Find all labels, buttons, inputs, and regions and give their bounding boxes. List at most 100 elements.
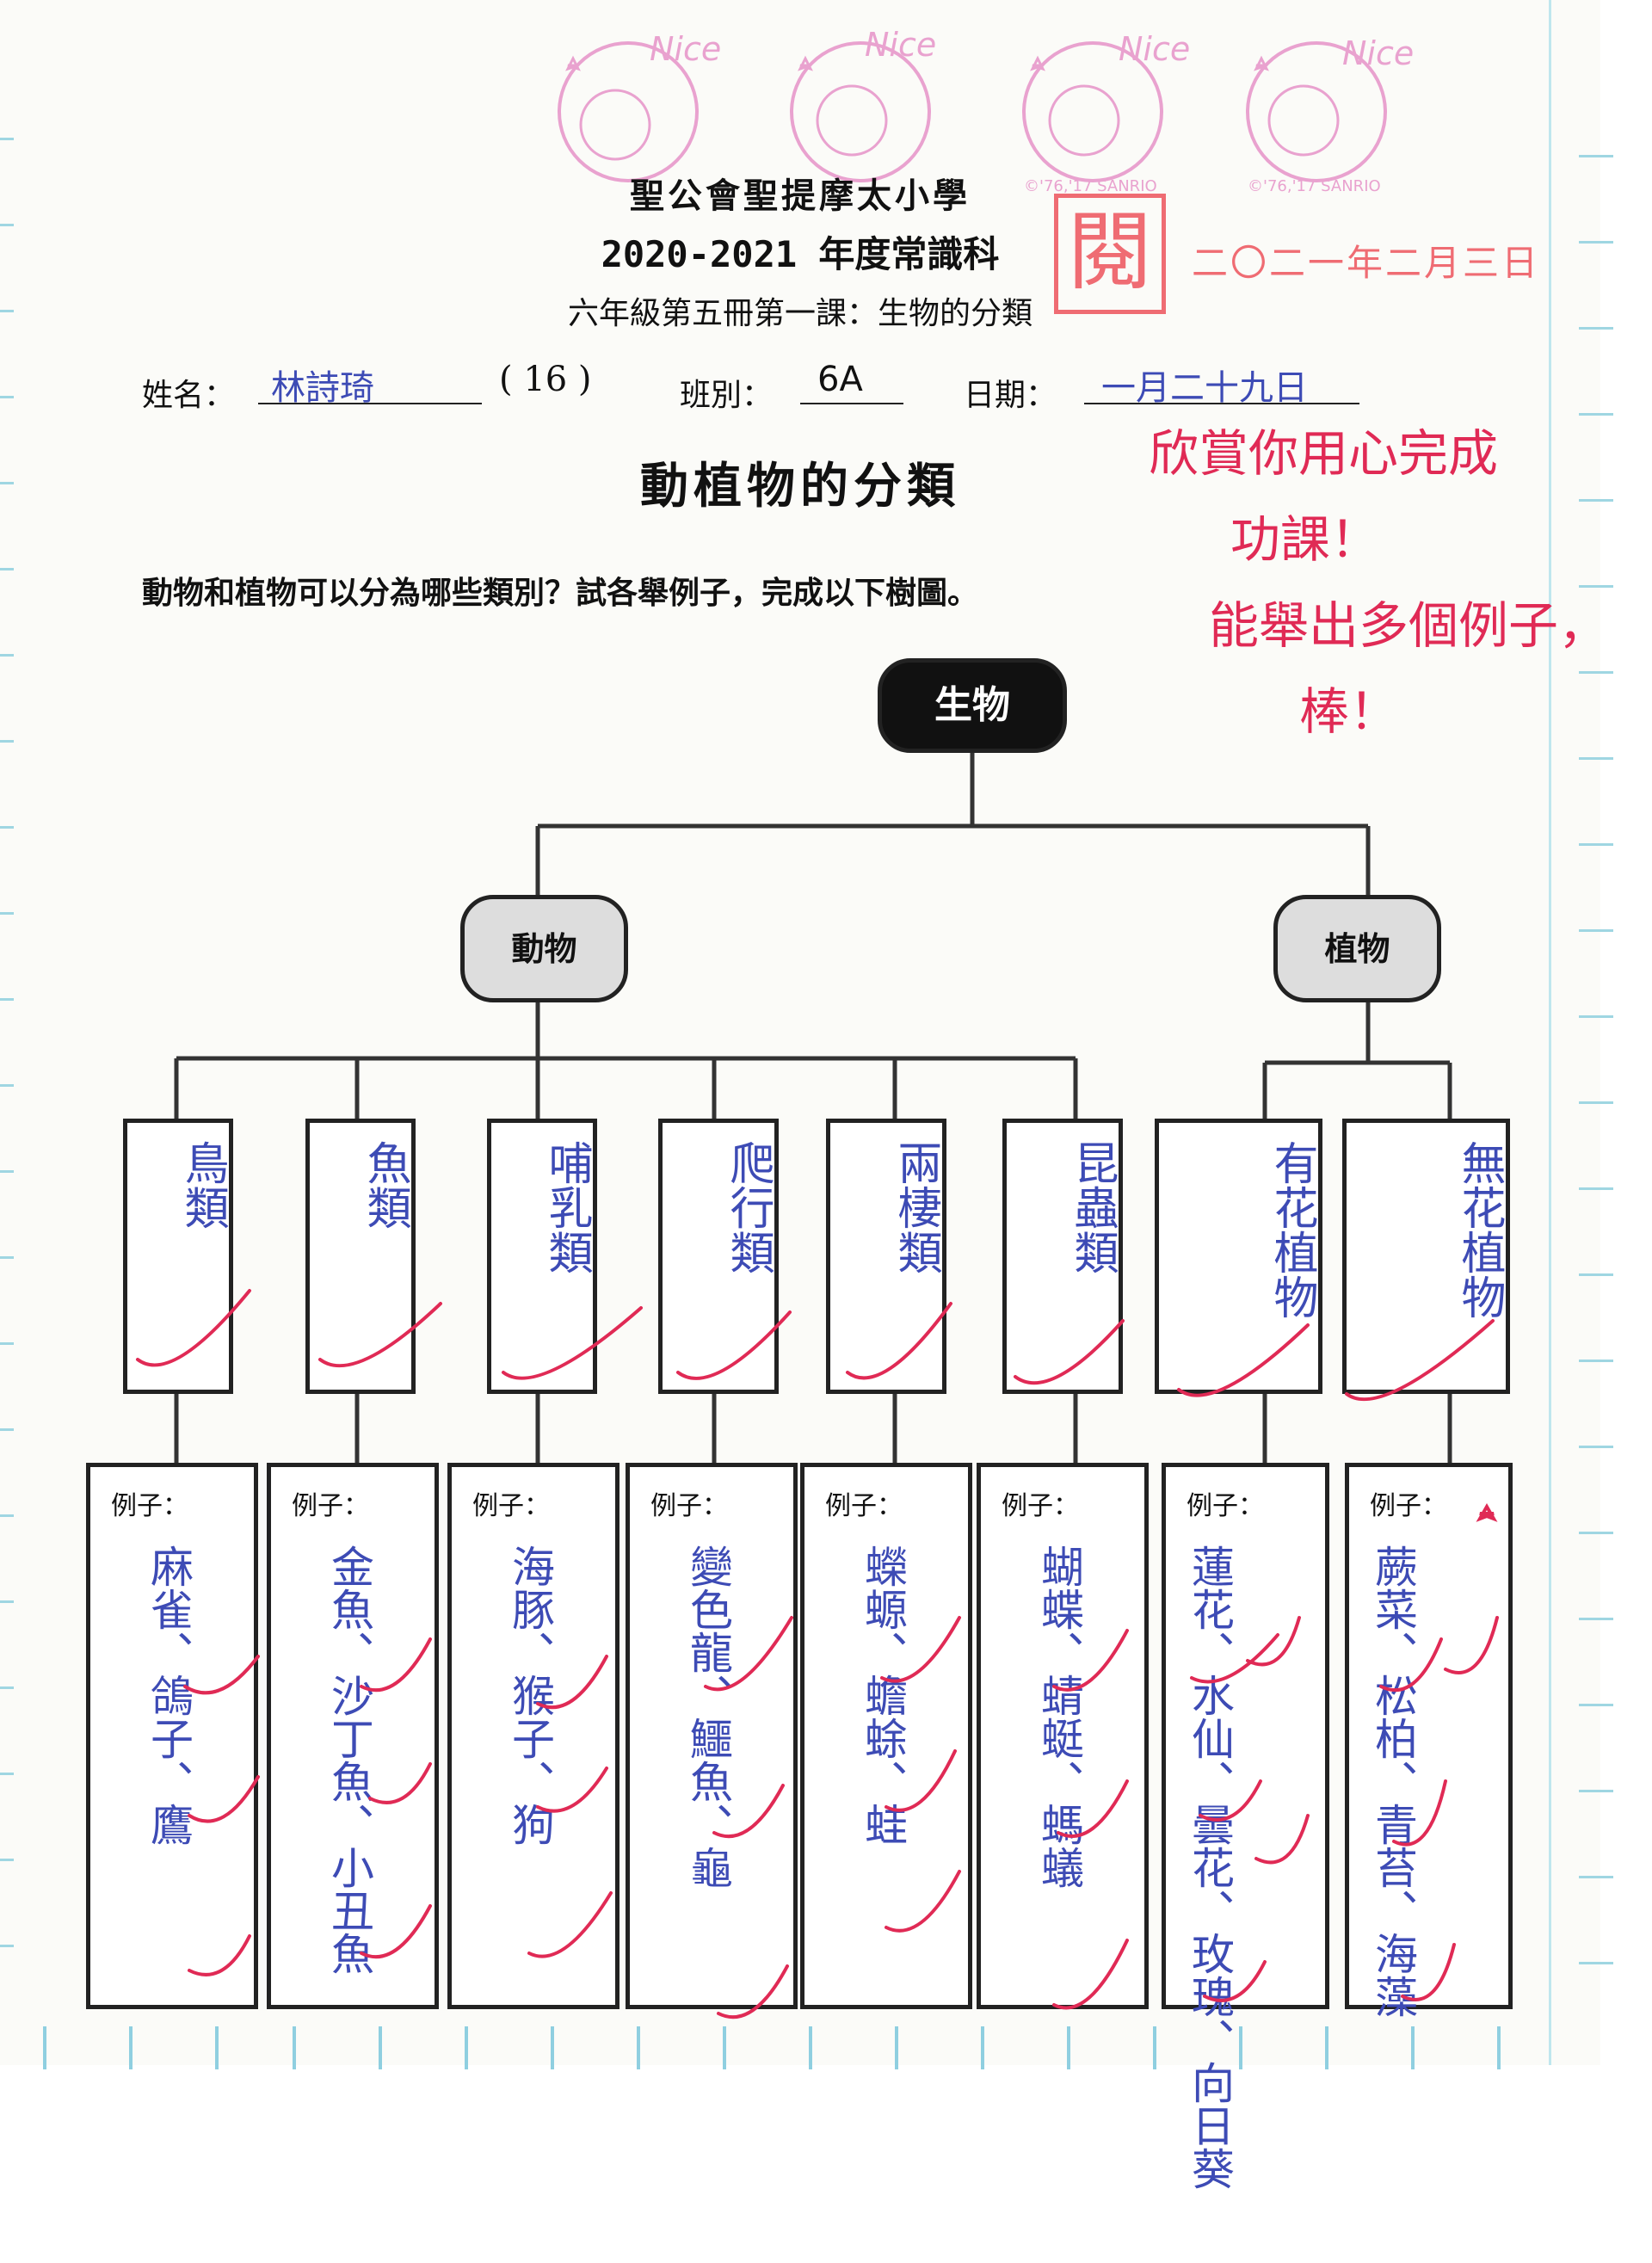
example-box: 例子： 金魚、沙丁魚、小丑魚 [267,1463,439,2009]
check-mark-icon [880,1616,961,1683]
lesson-title: 六年級第五冊第一課：生物的分類 [567,296,1032,331]
example-item: 松柏 [1368,1674,1418,1760]
animal-node: 動物 [460,895,628,1002]
example-list: 蠑螈、蟾蜍、蛙 [858,1545,908,1846]
example-item: 小丑魚 [324,1846,374,1975]
check-mark-icon [136,1289,251,1367]
teacher-comment-line: 棒！ [1299,682,1400,741]
copyright-text: ©'76,'17 SANRIO [1248,177,1381,195]
root-node: 生物 [878,658,1067,753]
check-mark-icon [1014,1319,1125,1385]
check-mark-icon [704,1616,793,1692]
category-label: 昆蟲類 [1066,1140,1118,1274]
example-box: 例子： 麻雀、鴿子、鷹 [86,1463,258,2009]
teacher-comment-line: 能舉出多個例子， [1209,596,1609,655]
example-label: 例子： [472,1491,550,1521]
plant-node: 植物 [1273,895,1441,1002]
category-label: 有花植物 [1266,1140,1317,1319]
example-item: 鷹 [144,1803,194,1846]
example-label: 例子： [292,1491,369,1521]
check-mark-icon [1203,1960,1267,2002]
check-mark-icon [368,1762,432,1804]
check-mark-icon [1345,1319,1495,1402]
bottom-margin-ticks [34,2026,1566,2069]
check-mark-icon [527,1891,613,1958]
check-mark-icon [676,1310,792,1380]
example-item: 蕨菜 [1368,1545,1418,1631]
teacher-comment-line: 功課！ [1230,510,1381,569]
check-mark-icon [717,1964,789,2019]
category-label: 爬行類 [722,1140,774,1274]
category-box: 魚類 [305,1119,416,1394]
example-item: 猴子 [505,1674,555,1760]
school-year-subject: 2020-2021 年度常識科 [601,233,1000,275]
example-list: 蕨菜、松柏、青苔、海藻 [1368,1545,1418,2018]
example-item: 螞蟻 [1034,1803,1084,1889]
example-box: 例子： 蠑螈、蟾蜍、蛙 [800,1463,972,2009]
check-mark-icon [1052,1629,1129,1692]
check-mark-icon [1052,1939,1129,2010]
check-mark-icon [1199,1779,1262,1822]
example-item: 向日葵 [1185,2061,1235,2190]
checked-date-stamp: 二〇二一年二月三日 [1192,242,1541,284]
class-underline [800,403,903,404]
check-mark-icon [188,1775,260,1823]
check-mark-icon [1379,1637,1443,1693]
date-value: 一月二十九日 [1101,368,1308,408]
example-label: 例子： [1187,1491,1264,1521]
check-mark-icon [502,1306,643,1380]
example-list: 海豚、猴子、狗 [505,1545,555,1846]
grid-line [1549,0,1551,2065]
nice-text: Nice [1119,30,1190,68]
school-name: 聖公會聖提摩太小學 [630,176,971,216]
category-label: 鳥類 [176,1140,228,1230]
class-label: 班別： [680,378,774,413]
name-value: 林詩琦 [271,368,374,408]
example-list: 變色龍、鱷魚、龜 [683,1545,733,1889]
check-mark-icon [1190,1633,1279,1684]
example-box: 例子： 變色龍、鱷魚、龜 [626,1463,798,2009]
example-item: 變色龍 [683,1545,733,1674]
check-mark-icon [1254,1814,1310,1865]
check-mark-icon [1177,1323,1310,1397]
example-item: 蝴蝶 [1034,1545,1084,1631]
example-item: 沙丁魚 [324,1674,374,1803]
check-mark-icon [318,1302,442,1368]
nice-stamp-icon: Nice [558,30,721,182]
example-box: 例子： 蓮花、水仙、曇花、玫瑰、向日葵 [1162,1463,1329,2190]
star-mark-icon [1476,1502,1498,1522]
example-list: 蓮花、水仙、曇花、玫瑰、向日葵 [1185,1545,1235,2190]
date-underline [1084,403,1359,404]
check-mark-icon [1246,1616,1301,1667]
example-item: 龜 [683,1846,733,1889]
example-item: 蠑螈 [858,1545,908,1631]
check-mark-icon [712,1784,785,1839]
example-label: 例子： [1370,1491,1447,1521]
left-margin-ticks [0,0,17,2065]
example-label: 例子： [825,1491,903,1521]
student-number: ( 16 ) [499,360,592,399]
category-box: 鳥類 [123,1119,233,1394]
nice-text: Nice [650,30,721,68]
example-item: 蓮花 [1185,1545,1235,1631]
example-item: 金魚 [324,1545,374,1631]
example-list: 金魚、沙丁魚、小丑魚 [324,1545,374,1975]
check-mark-icon [360,1904,432,1959]
check-mark-icon [1392,1779,1447,1847]
check-mark-icon [188,1934,251,1976]
category-label: 哺乳類 [540,1140,592,1274]
example-box: 例子： 海豚、猴子、狗 [447,1463,620,2009]
right-margin-ticks [1579,0,1613,2065]
category-box: 昆蟲類 [1002,1119,1123,1394]
example-list: 麻雀、鴿子、鷹 [144,1545,194,1846]
check-mark-icon [360,1637,432,1693]
example-list: 蝴蝶、蜻蜓、螞蟻 [1034,1545,1084,1889]
name-underline [258,403,482,404]
copyright-text: ©'76,'17 SANRIO [1024,177,1157,195]
example-label: 例子： [111,1491,188,1521]
nice-stamp-icon: Nice ©'76,'17 SANRIO [1246,34,1414,195]
nice-stamp-icon: Nice ©'76,'17 SANRIO [1022,30,1190,195]
nice-text: Nice [865,26,936,64]
